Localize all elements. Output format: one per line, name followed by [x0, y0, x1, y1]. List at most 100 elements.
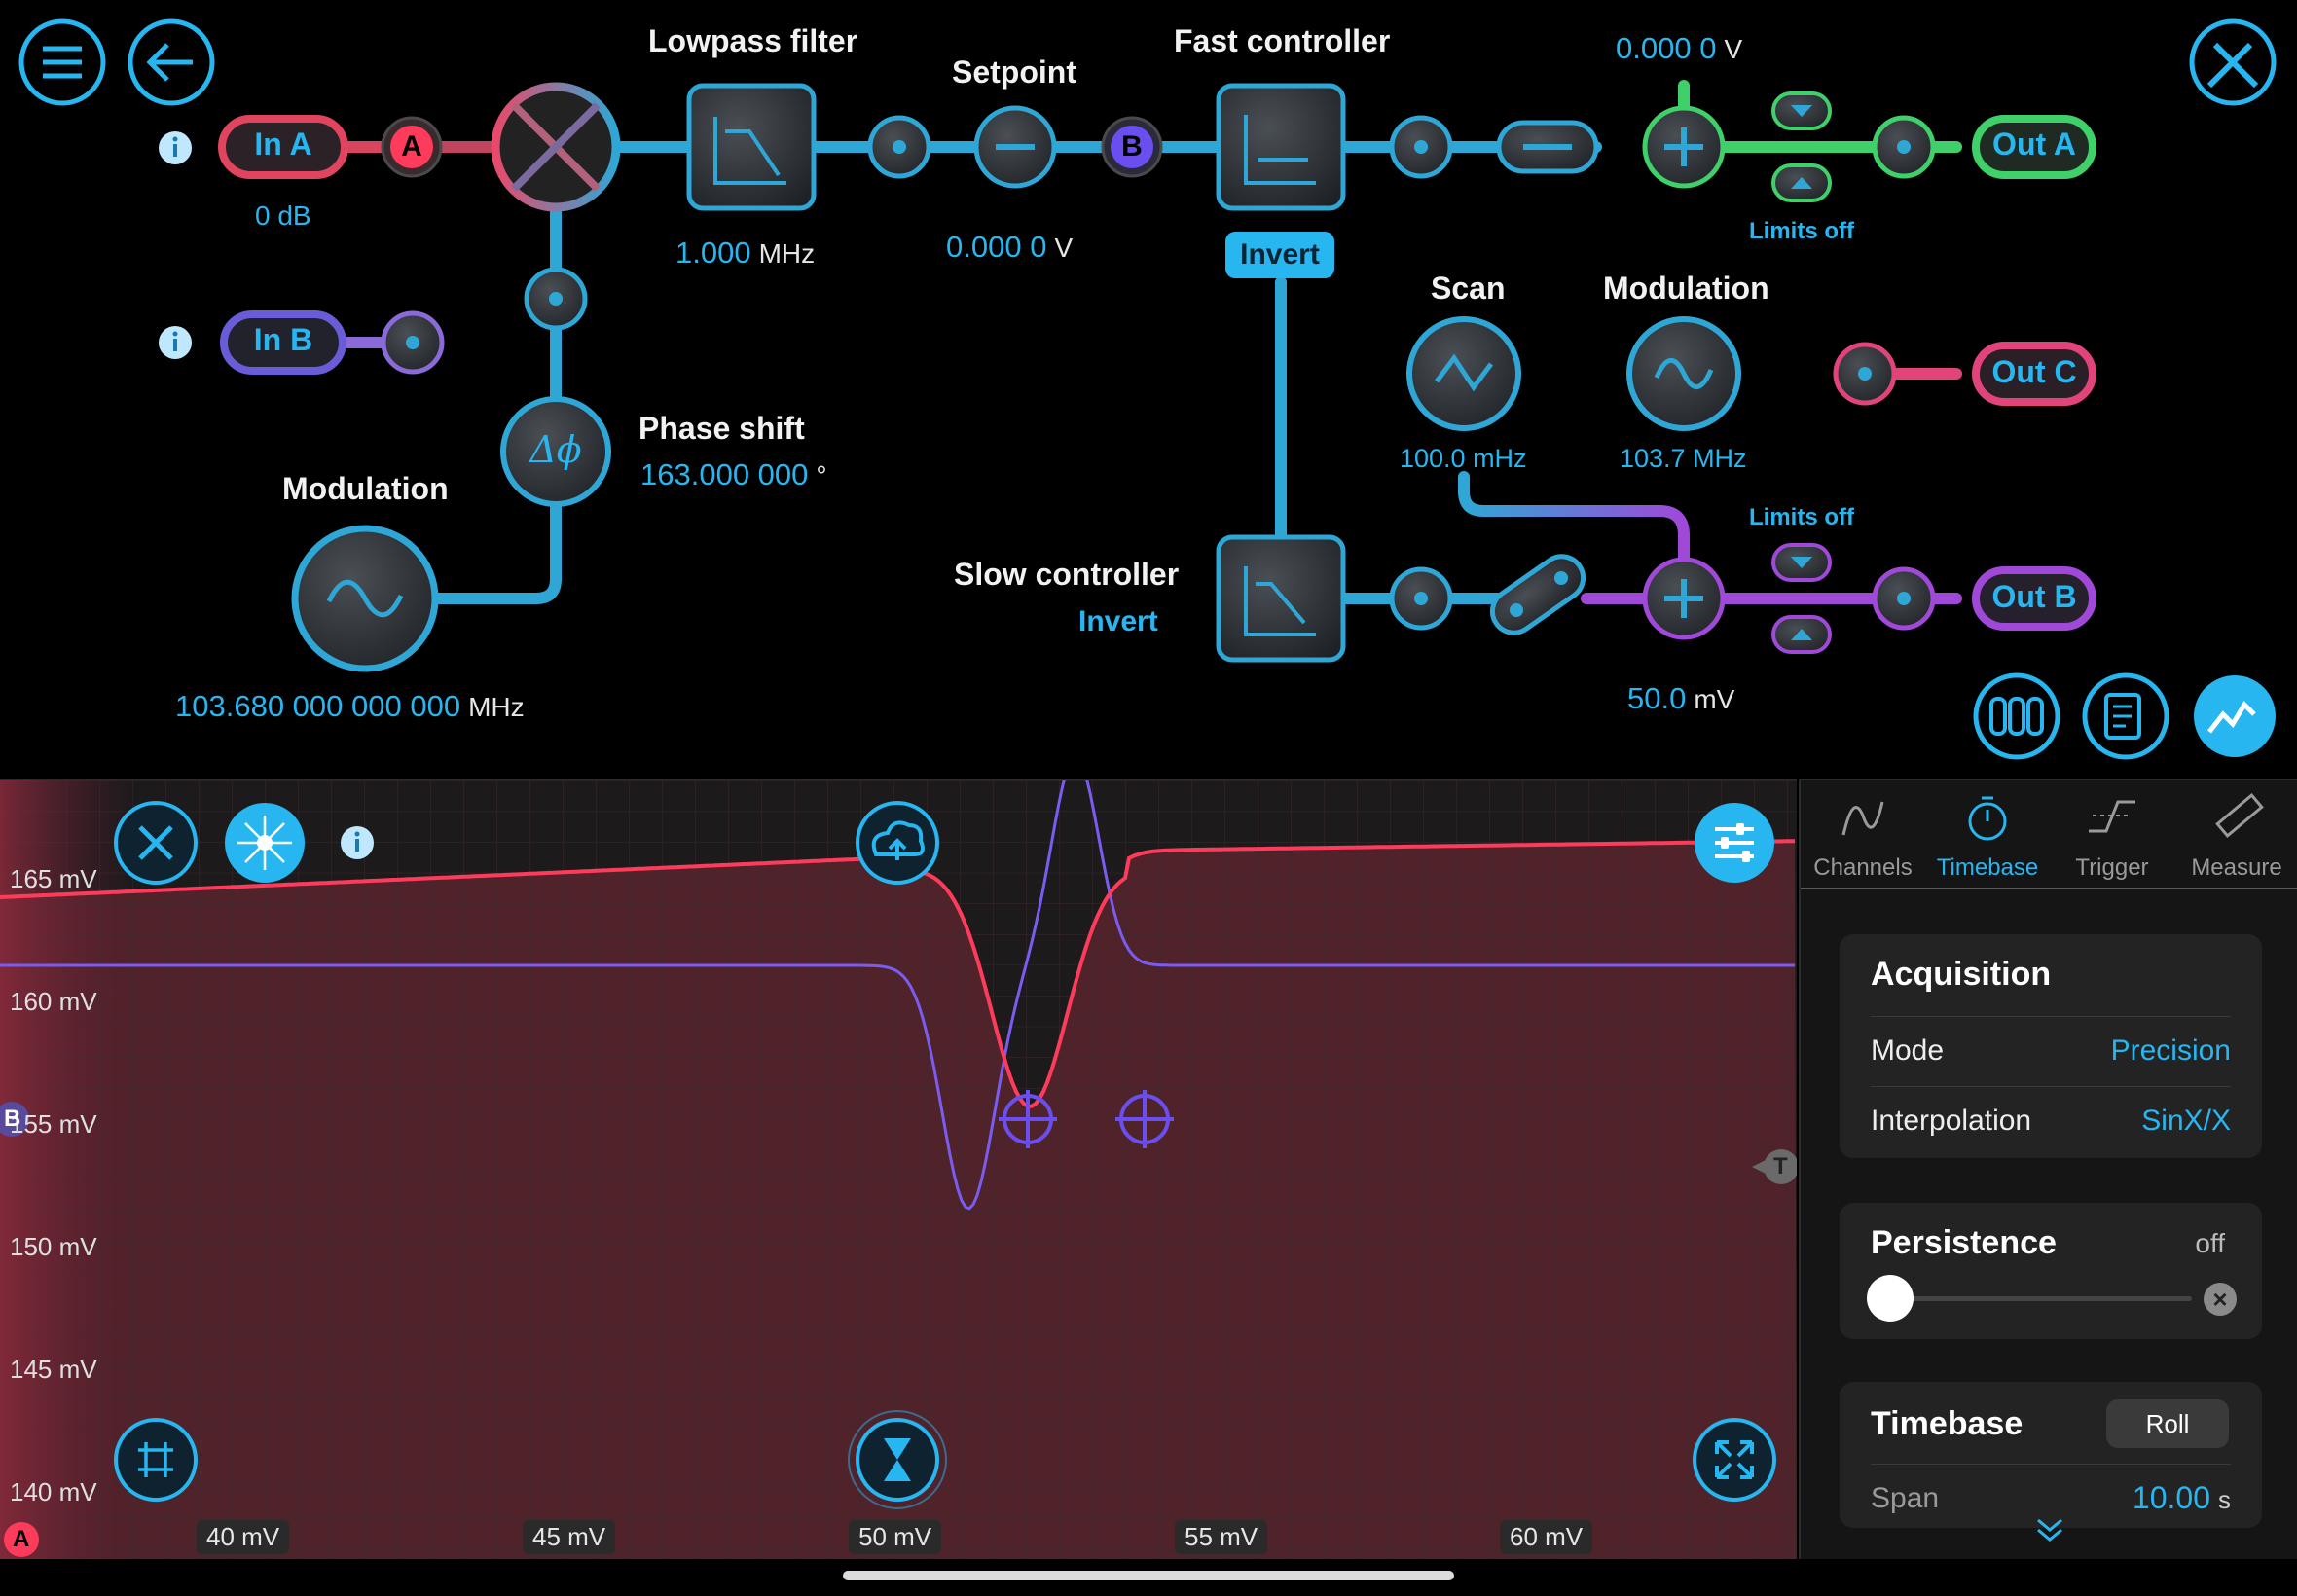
persistence-card: Persistence off ×	[1840, 1203, 2262, 1339]
channel-b-offset-marker[interactable]	[0, 1102, 29, 1137]
tab-channels[interactable]: Channels	[1801, 786, 1925, 884]
mode-value[interactable]: Precision	[2110, 1034, 2231, 1067]
sum-node-b[interactable]	[1642, 557, 1726, 640]
persistence-value: off	[2195, 1228, 2225, 1258]
offset-a-unit: V	[1724, 34, 1743, 64]
tab-trigger[interactable]: Trigger	[2050, 786, 2174, 884]
clear-persistence-icon[interactable]: ×	[2204, 1283, 2237, 1316]
notes-icon[interactable]	[2082, 672, 2169, 760]
interpolation-value[interactable]: SinX/X	[2141, 1105, 2231, 1137]
offset-sign-toggle[interactable]	[1496, 120, 1599, 174]
tools-icon[interactable]	[2189, 18, 2277, 106]
home-indicator[interactable]	[843, 1571, 1454, 1580]
slow-controller-title: Slow controller	[954, 557, 1180, 592]
close-icon[interactable]	[114, 801, 198, 885]
interpolation-label: Interpolation	[1871, 1105, 2032, 1137]
sliders-icon[interactable]	[1695, 803, 1774, 883]
scan-value[interactable]: 100.0 mHz	[1400, 444, 1527, 473]
x-tick-label: 60 mV	[1500, 1520, 1593, 1554]
span-value: 10.00	[2132, 1480, 2210, 1515]
persistence-slider-thumb[interactable]	[1867, 1275, 1914, 1322]
x-tick-label: 40 mV	[197, 1520, 290, 1554]
menu-icon[interactable]	[18, 18, 106, 106]
badge-a-label: A	[401, 130, 422, 163]
offset-a-value: 0.000 0	[1616, 31, 1717, 65]
fullscreen-icon[interactable]	[1693, 1418, 1776, 1502]
modulation-left-node[interactable]	[291, 525, 439, 672]
mixer-node[interactable]	[491, 82, 621, 212]
chevron-down-icon[interactable]	[2030, 1514, 2069, 1545]
y-tick-label: 145 mV	[10, 1355, 97, 1384]
delta-phi-icon: Δϕ	[529, 428, 582, 471]
back-arrow-icon[interactable]	[128, 18, 215, 106]
cursor-2[interactable]	[1115, 1090, 1174, 1148]
trigger-level-marker[interactable]	[1752, 1149, 1797, 1184]
modulation-left-unit: MHz	[468, 692, 525, 722]
cursor-1[interactable]	[999, 1090, 1057, 1148]
in-a-gain[interactable]: 0 dB	[255, 200, 311, 231]
marker-a-label: A	[13, 1526, 30, 1552]
offset-b-value: 50.0	[1627, 681, 1687, 715]
modulation-right-node[interactable]	[1626, 316, 1741, 431]
in-a-pill[interactable]	[218, 115, 348, 179]
info-icon-in-a[interactable]	[159, 131, 192, 164]
limits-b-label[interactable]: Limits off	[1749, 504, 1854, 530]
acquisition-mode-row[interactable]: Mode Precision	[1871, 1016, 2231, 1087]
limits-a-label[interactable]: Limits off	[1749, 218, 1854, 244]
limits-a-controls[interactable]	[1771, 91, 1832, 202]
mode-label: Mode	[1871, 1034, 1945, 1067]
info-icon-in-b[interactable]	[159, 326, 192, 359]
fast-invert-button[interactable]: Invert	[1225, 232, 1334, 278]
limits-b-controls[interactable]	[1771, 543, 1832, 654]
marker-b-label: B	[4, 1106, 21, 1132]
tab-label: Trigger	[2075, 854, 2149, 881]
setpoint-subtract-node[interactable]	[973, 105, 1057, 189]
tab-timebase[interactable]: Timebase	[1925, 786, 2050, 884]
info-icon-scope[interactable]	[341, 826, 374, 859]
channel-a-offset-marker[interactable]	[4, 1522, 39, 1557]
scan-node[interactable]	[1406, 316, 1521, 431]
in-a-label: In A	[254, 127, 312, 162]
roll-button[interactable]: Roll	[2106, 1399, 2229, 1448]
persistence-slider-track[interactable]	[1888, 1296, 2192, 1301]
slow-controller-block[interactable]	[1216, 534, 1346, 663]
phase-shift-node[interactable]	[500, 396, 611, 507]
laser-icon[interactable]	[225, 803, 305, 883]
oscilloscope-plot[interactable]: 165 mV 160 mV 155 mV 150 mV 145 mV 140 m…	[0, 779, 1797, 1559]
lowpass-value: 1.000	[675, 236, 751, 270]
slow-invert-toggle[interactable]: Invert	[1078, 605, 1158, 637]
oscilloscope-toggle-icon[interactable]	[2194, 675, 2276, 757]
in-b-pill[interactable]	[220, 310, 346, 375]
cloud-upload-icon[interactable]	[856, 801, 939, 885]
phase-shift-value-row[interactable]: 163.000 000°	[640, 457, 827, 492]
offset-b-unit: mV	[1694, 684, 1735, 714]
lowpass-filter-block[interactable]	[686, 83, 817, 211]
slow-path-switch[interactable]	[1484, 548, 1591, 641]
lowpass-unit: MHz	[758, 238, 816, 269]
out-b-pill[interactable]	[1972, 566, 2096, 631]
out-c-pill[interactable]	[1972, 342, 2096, 406]
tab-measure[interactable]: Measure	[2174, 786, 2297, 884]
modulation-right-value[interactable]: 103.7 MHz	[1620, 444, 1747, 473]
grid-toggle-icon[interactable]	[114, 1418, 198, 1502]
x-tick-label: 45 mV	[523, 1520, 616, 1554]
out-a-pill[interactable]	[1972, 115, 2096, 179]
sum-node-a[interactable]	[1642, 105, 1726, 189]
x-tick-label: 50 mV	[849, 1520, 942, 1554]
digital-display-icon[interactable]	[1973, 672, 2060, 760]
hourglass-icon[interactable]	[848, 1410, 947, 1509]
scope-canvas	[0, 780, 1797, 1559]
stopwatch-icon	[1968, 796, 2007, 841]
acquisition-title: Acquisition	[1871, 956, 2052, 993]
sine-icon	[1841, 801, 1884, 836]
fast-controller-block[interactable]	[1216, 83, 1346, 211]
acquisition-interpolation-row[interactable]: Interpolation SinX/X	[1871, 1086, 2231, 1157]
